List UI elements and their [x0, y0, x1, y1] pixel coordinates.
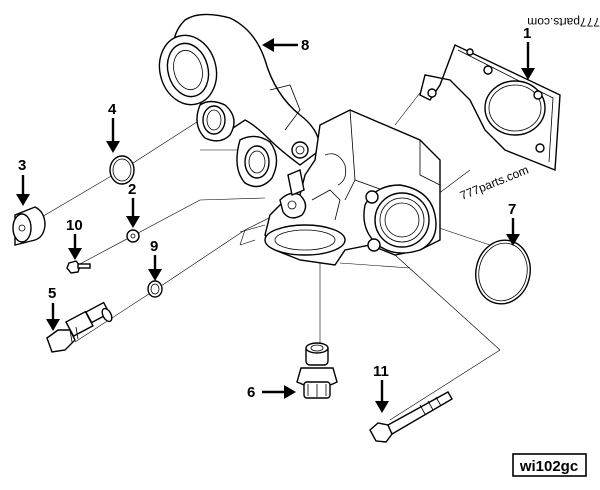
outlet-elbow-part — [158, 13, 321, 188]
callout-10: 10 — [66, 217, 83, 234]
drain-plug-part — [296, 342, 338, 399]
callout-arrows — [16, 38, 535, 413]
o-ring-part — [109, 155, 135, 185]
flange-bolt-part — [369, 391, 453, 443]
callout-8: 8 — [301, 37, 309, 54]
thermostat-housing — [264, 109, 441, 266]
o-ring-large-part — [475, 239, 531, 305]
callout-3: 3 — [18, 157, 26, 174]
watermark-center: 777parts.com — [458, 163, 531, 203]
plug-part — [12, 206, 46, 246]
sensor-part — [46, 301, 113, 353]
callout-7: 7 — [508, 201, 516, 218]
reference-code-box: wi102gc — [512, 453, 587, 477]
sealing-washer-part — [147, 280, 163, 298]
callout-9: 9 — [150, 238, 158, 255]
watermark-corner: 777parts.com — [527, 15, 600, 29]
washer-part — [126, 229, 140, 243]
callout-5: 5 — [48, 285, 56, 302]
callout-11: 11 — [373, 363, 389, 380]
callout-labels: 1 2 3 4 5 6 7 8 9 10 11 — [18, 25, 531, 401]
callout-1: 1 — [523, 25, 531, 42]
callout-4: 4 — [108, 101, 117, 118]
small-bolt-part — [66, 260, 91, 274]
reference-code: wi102gc — [519, 458, 578, 475]
callout-6: 6 — [247, 384, 255, 401]
callout-2: 2 — [128, 181, 136, 198]
gasket-part — [419, 44, 561, 172]
